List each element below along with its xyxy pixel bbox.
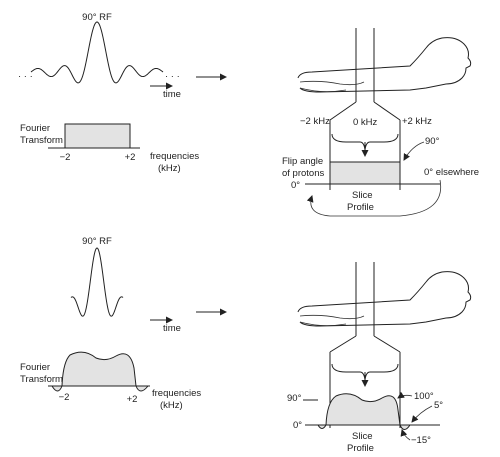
bottom-freq-label-2: (kHz) [160,400,183,411]
bottom-freq-label-1: frequencies [152,388,201,399]
top-freq-label-2: (kHz) [158,163,181,174]
top-elsewhere-loop-arrow [306,179,442,217]
bottom-rf-title: 90° RF [82,236,112,247]
top-angle-90: 90° [425,136,440,147]
top-freq-label-1: frequencies [150,151,199,162]
bottom-angle-100: 100° [414,391,434,402]
bottom-ft-label-2: Transform [20,374,63,385]
top-time-label: time [163,89,181,100]
top-elsewhere: 0° elsewhere [424,167,479,178]
top-panel: 90° RF · · · · · · time Fourier Transfor… [18,12,479,217]
bottom-panel: 90° RF time Fourier Transform −2 +2 freq… [20,236,472,454]
top-slice-profile-rect [329,161,401,185]
bottom-slice-label-2: Profile [347,443,374,454]
bottom-angle-minus15: −15° [411,435,431,446]
bottom-angle-minus15-pointer [400,429,411,441]
bottom-patient-body [297,271,472,327]
top-khz-minus: −2 kHz [300,116,330,127]
top-dots-right: · · · [165,71,180,82]
top-ft-label-1: Fourier [20,123,50,134]
bottom-angle-100-pointer [397,391,413,399]
bottom-slice-profile-shape [317,393,411,430]
bottom-angle-0: 0° [293,420,302,431]
top-dots-left: · · · [18,71,33,82]
bottom-freq-plus: +2 [127,394,138,405]
top-patient-arm [299,80,365,92]
bottom-freq-minus: −2 [59,392,70,403]
top-freq-plus: +2 [125,152,136,163]
bottom-slice-label-1: Slice [352,431,373,442]
top-flip-label-2: of protons [282,168,324,179]
bottom-angle-5-pointer [411,405,433,423]
top-angle-0: 0° [291,180,300,191]
top-slice-label-1: Slice [352,190,373,201]
top-angle-90-pointer [403,141,425,161]
bottom-angle-90: 90° [287,393,302,404]
top-patient-body [297,37,472,93]
top-rf-sinc-pulse [30,21,164,84]
top-freq-minus: −2 [60,152,71,163]
bottom-fan-left [329,335,357,353]
top-khz-plus: +2 kHz [402,116,432,127]
top-ft-label-2: Transform [20,135,63,146]
top-rf-title: 90° RF [82,12,112,23]
top-flip-label-1: Flip angle [282,156,323,167]
top-ft-rect [64,123,131,149]
bottom-ft-shape [51,351,150,392]
bottom-time-label: time [163,323,181,334]
top-fan-right [373,101,401,121]
bottom-ft-label-1: Fourier [20,362,50,373]
top-fan-left [329,101,357,121]
bottom-fan-right [373,335,401,353]
top-slice-label-2: Profile [347,202,374,213]
bottom-patient-arm [299,314,365,326]
top-khz-zero: 0 kHz [353,117,378,128]
bottom-rf-sinc-pulse [70,247,124,317]
bottom-angle-5: 5° [434,400,443,411]
